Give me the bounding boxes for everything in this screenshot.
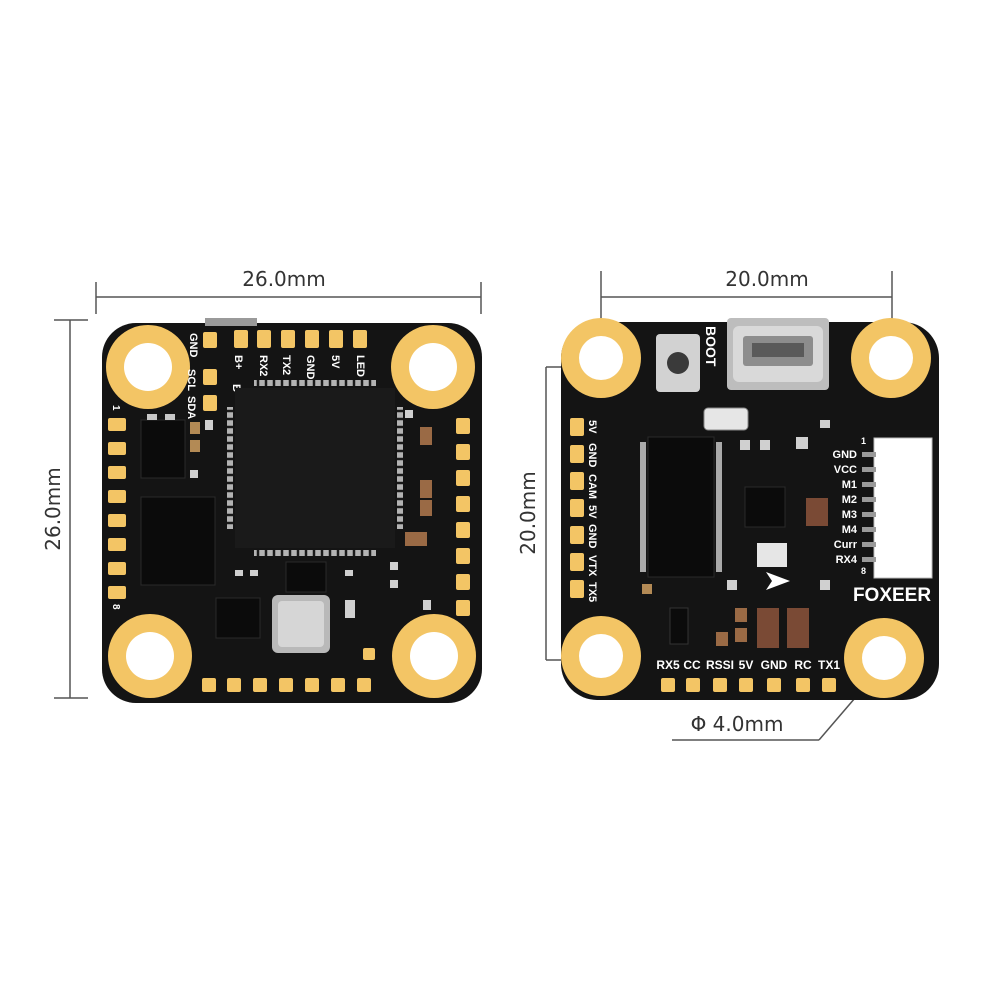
- usb-c-connector: [727, 318, 829, 390]
- right-mount-hole-tl: [561, 318, 641, 398]
- right-connector-labels: GND VCC M1 M2 M3 M4 Curr RX4: [833, 449, 858, 566]
- left-label-tx2: TX2: [280, 355, 292, 375]
- left-label-led: LED: [354, 355, 366, 377]
- right-crystal: [703, 407, 749, 431]
- left-label-rx2: RX2: [257, 355, 269, 376]
- right-left-label-0: 5V: [586, 420, 598, 434]
- right-width-label: 20.0mm: [725, 267, 809, 291]
- conn-label-rx4: RX4: [836, 554, 858, 566]
- conn-label-gnd: GND: [833, 449, 858, 461]
- right-mount-hole-br: [844, 618, 924, 698]
- left-mount-hole-br: [392, 614, 476, 698]
- conn-label-m1: M1: [842, 479, 857, 491]
- right-height-label: 20.0mm: [516, 471, 540, 555]
- hole-diameter-label: Φ 4.0mm: [691, 712, 784, 736]
- right-left-label-3: 5V: [586, 505, 598, 519]
- left-label-gnd: GND: [187, 333, 199, 358]
- right-small-components: [642, 420, 830, 648]
- left-pin-first: 1: [110, 405, 121, 411]
- bottom-label-5v: 5V: [739, 658, 754, 672]
- right-left-label-1: GND: [586, 443, 598, 468]
- right-bottom-pads: [661, 678, 836, 692]
- left-label-sda: SDA: [185, 396, 197, 419]
- conn-label-m2: M2: [842, 494, 857, 506]
- left-mcu-chip: [227, 380, 403, 556]
- boot-label: BOOT: [703, 326, 719, 367]
- connector-pin-last: 8: [861, 566, 866, 576]
- left-mount-hole-tl: [106, 325, 190, 409]
- right-main-ic: [640, 436, 722, 578]
- bottom-label-rc: RC: [794, 658, 812, 672]
- left-usb-stub: [205, 318, 257, 326]
- left-right-pads: [456, 418, 470, 616]
- left-ic-upper: [140, 414, 186, 479]
- right-left-label-5: VTX: [586, 555, 598, 577]
- right-osd-chip: [744, 486, 786, 528]
- bottom-label-rssi: RSSI: [706, 658, 734, 672]
- left-height-label: 26.0mm: [41, 467, 65, 551]
- conn-label-vcc: VCC: [834, 464, 857, 476]
- left-small-components: [190, 410, 432, 618]
- left-label-bplus: B+: [232, 355, 244, 369]
- conn-label-m4: M4: [842, 524, 858, 536]
- left-mount-hole-bl: [108, 614, 192, 698]
- boot-button: [656, 334, 700, 392]
- left-inductor: [272, 595, 330, 653]
- left-label-5v: 5V: [329, 355, 341, 369]
- left-mount-hole-tr: [391, 325, 475, 409]
- brand-logo: FOXEER: [853, 585, 931, 606]
- connector-pin-first: 1: [861, 436, 866, 446]
- left-pin-last: 8: [110, 604, 121, 610]
- left-side-pads: [108, 418, 126, 599]
- bottom-label-rx5: RX5: [656, 658, 680, 672]
- right-mount-hole-bl: [561, 616, 641, 696]
- right-left-label-6: TX5: [586, 582, 598, 602]
- right-left-label-4: GND: [586, 524, 598, 549]
- left-ic-lower: [140, 496, 216, 586]
- right-side-connector: [862, 437, 933, 579]
- right-board: BOOT 5V GND CAM 5V GND VTX TX5: [561, 318, 939, 700]
- right-left-label-2: CAM: [586, 474, 598, 499]
- left-bottom-pads: [202, 648, 375, 692]
- left-label-gnd2: GND: [304, 355, 316, 380]
- left-top-pads: [203, 330, 367, 411]
- left-board: GND SCL SDA B+ B- TX2 RX2 GND 5V LED 1 8: [102, 318, 482, 703]
- left-ic-bottom: [215, 561, 327, 639]
- bottom-label-gnd: GND: [761, 658, 788, 672]
- left-dimensions: [54, 282, 482, 699]
- conn-label-curr: Curr: [834, 539, 858, 551]
- right-left-pads: [570, 418, 584, 598]
- right-bottom-labels: RX5 CC RSSI 5V GND RC TX1: [656, 658, 840, 672]
- bottom-label-tx1: TX1: [818, 658, 840, 672]
- conn-label-m3: M3: [842, 509, 857, 521]
- bottom-label-cc: CC: [683, 658, 701, 672]
- left-label-scl: SCL: [185, 369, 197, 391]
- right-mount-hole-tr: [851, 318, 931, 398]
- arrow-marker-icon: [766, 572, 790, 590]
- left-width-label: 26.0mm: [242, 267, 326, 291]
